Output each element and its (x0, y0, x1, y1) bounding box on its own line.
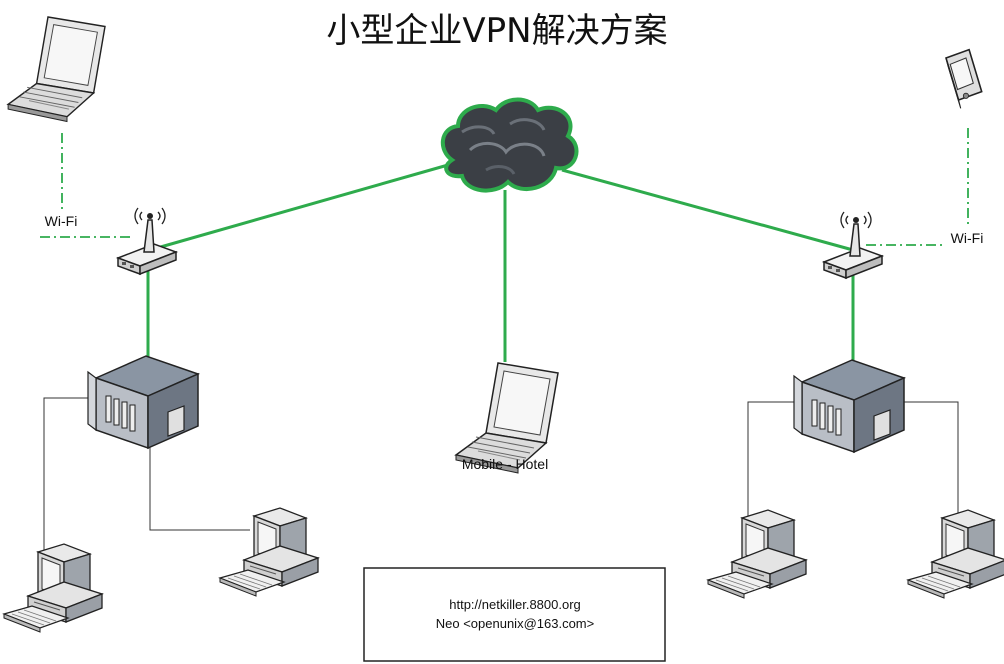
wifi-links (40, 128, 969, 246)
cloud-icon (441, 97, 579, 193)
workstation-icon (707, 509, 807, 599)
info-url: http://netkiller.8800.org (449, 597, 581, 612)
workstation-icon (907, 509, 1004, 599)
page-title: 小型企业VPN解决方案 (326, 11, 667, 51)
info-box: http://netkiller.8800.org Neo <openunix@… (363, 567, 666, 662)
info-contact: Neo <openunix@163.com> (436, 616, 594, 631)
vpn-link-right (561, 168, 854, 252)
lan-link-left-2 (149, 432, 250, 531)
lan-link-right-2 (895, 401, 959, 520)
workstation-icon (219, 507, 319, 597)
vpn-link-left (149, 163, 449, 252)
lan-links (43, 397, 959, 552)
wifi-label-right: Wi-Fi (951, 230, 984, 246)
lan-link-right-1 (747, 401, 805, 520)
router-icon (117, 207, 177, 275)
workstation-icon (3, 543, 103, 633)
pda-icon (945, 48, 983, 110)
lan-link-left-1 (43, 397, 100, 552)
mobile-hotel-label: Mobile - Hotel (462, 456, 548, 472)
server-icon (87, 355, 199, 449)
wifi-label-left: Wi-Fi (45, 213, 78, 229)
vpn-links (146, 163, 855, 362)
laptop-icon (7, 16, 106, 123)
server-icon (793, 359, 905, 453)
